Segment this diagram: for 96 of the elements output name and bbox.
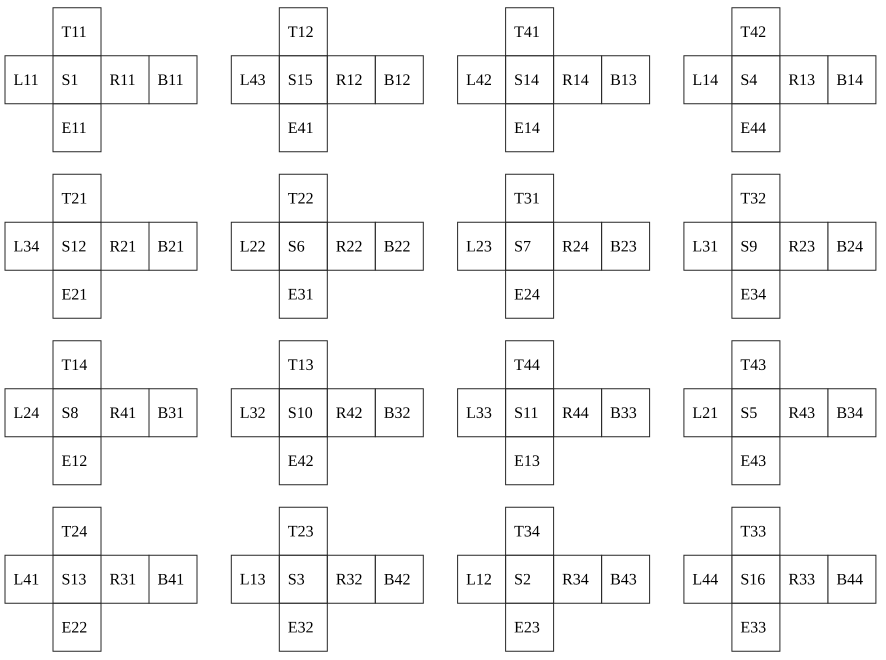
net-square: L14 bbox=[683, 55, 732, 104]
net-square: R21 bbox=[100, 222, 150, 271]
net-square: L44 bbox=[683, 554, 732, 604]
net-square: S12 bbox=[52, 222, 102, 271]
net-square: L21 bbox=[683, 388, 732, 438]
net-square: T31 bbox=[505, 174, 554, 223]
net-square: S16 bbox=[731, 554, 780, 604]
net-square: S9 bbox=[731, 222, 780, 271]
net-square: T32 bbox=[731, 174, 780, 223]
net-square: L32 bbox=[230, 388, 280, 438]
net-square: L12 bbox=[457, 554, 506, 604]
net-square: L24 bbox=[4, 388, 54, 438]
net-square: B42 bbox=[374, 554, 424, 604]
net-square: S7 bbox=[505, 222, 554, 271]
net-square: E23 bbox=[505, 602, 554, 652]
net-square: S8 bbox=[52, 388, 102, 438]
net-square: R23 bbox=[779, 222, 828, 271]
net-square: S4 bbox=[731, 55, 780, 104]
net-square: B12 bbox=[374, 55, 424, 104]
net-square: R32 bbox=[326, 554, 376, 604]
net-square: R34 bbox=[553, 554, 602, 604]
net-square: T33 bbox=[731, 506, 780, 556]
net-square: R12 bbox=[326, 55, 376, 104]
net-square: R14 bbox=[553, 55, 602, 104]
net-square: S2 bbox=[505, 554, 554, 604]
net-square: S11 bbox=[505, 388, 554, 438]
net-square: R42 bbox=[326, 388, 376, 438]
net-square: B32 bbox=[374, 388, 424, 438]
net-square: B41 bbox=[148, 554, 198, 604]
net-square: E12 bbox=[52, 436, 102, 486]
net-square: R22 bbox=[326, 222, 376, 271]
net-square: B22 bbox=[374, 222, 424, 271]
net-square: L22 bbox=[230, 222, 280, 271]
net-square: B33 bbox=[601, 388, 650, 438]
net-square: B14 bbox=[827, 55, 876, 104]
net-square: E21 bbox=[52, 270, 102, 319]
net-square: B44 bbox=[827, 554, 876, 604]
net-square: R11 bbox=[100, 55, 150, 104]
net-square: T11 bbox=[52, 7, 102, 56]
net-square: L43 bbox=[230, 55, 280, 104]
net-square: E42 bbox=[278, 436, 328, 486]
net-square: T41 bbox=[505, 7, 554, 56]
net-square: S15 bbox=[278, 55, 328, 104]
net-square: E44 bbox=[731, 103, 780, 152]
net-square: S14 bbox=[505, 55, 554, 104]
net-square: E31 bbox=[278, 270, 328, 319]
net-square: T21 bbox=[52, 174, 102, 223]
net-square: R44 bbox=[553, 388, 602, 438]
net-square: L23 bbox=[457, 222, 506, 271]
net-square: S3 bbox=[278, 554, 328, 604]
net-square: T44 bbox=[505, 340, 554, 390]
net-square: S5 bbox=[731, 388, 780, 438]
net-square: E33 bbox=[731, 602, 780, 652]
net-square: E22 bbox=[52, 602, 102, 652]
net-square: S13 bbox=[52, 554, 102, 604]
net-square: R41 bbox=[100, 388, 150, 438]
net-square: R13 bbox=[779, 55, 828, 104]
net-square: E34 bbox=[731, 270, 780, 319]
net-square: R33 bbox=[779, 554, 828, 604]
net-square: L34 bbox=[4, 222, 54, 271]
net-square: S1 bbox=[52, 55, 102, 104]
net-square: S6 bbox=[278, 222, 328, 271]
net-square: T23 bbox=[278, 506, 328, 556]
net-square: L42 bbox=[457, 55, 506, 104]
net-square: E14 bbox=[505, 103, 554, 152]
net-square: B43 bbox=[601, 554, 650, 604]
net-square: L11 bbox=[4, 55, 54, 104]
net-square: R43 bbox=[779, 388, 828, 438]
net-square: E43 bbox=[731, 436, 780, 486]
net-square: E11 bbox=[52, 103, 102, 152]
net-square: B11 bbox=[148, 55, 198, 104]
net-square: L13 bbox=[230, 554, 280, 604]
net-square: T14 bbox=[52, 340, 102, 390]
net-square: T34 bbox=[505, 506, 554, 556]
net-square: E32 bbox=[278, 602, 328, 652]
net-square: B23 bbox=[601, 222, 650, 271]
net-square: T22 bbox=[278, 174, 328, 223]
net-square: E13 bbox=[505, 436, 554, 486]
net-square: R24 bbox=[553, 222, 602, 271]
net-square: B34 bbox=[827, 388, 876, 438]
net-square: T42 bbox=[731, 7, 780, 56]
net-square: L31 bbox=[683, 222, 732, 271]
net-square: L33 bbox=[457, 388, 506, 438]
net-square: E41 bbox=[278, 103, 328, 152]
net-square: B31 bbox=[148, 388, 198, 438]
net-square: S10 bbox=[278, 388, 328, 438]
net-square: T12 bbox=[278, 7, 328, 56]
net-square: E24 bbox=[505, 270, 554, 319]
net-square: R31 bbox=[100, 554, 150, 604]
net-square: L41 bbox=[4, 554, 54, 604]
net-square: B21 bbox=[148, 222, 198, 271]
net-square: T13 bbox=[278, 340, 328, 390]
net-square: T43 bbox=[731, 340, 780, 390]
net-square: B13 bbox=[601, 55, 650, 104]
net-square: T24 bbox=[52, 506, 102, 556]
net-square: B24 bbox=[827, 222, 876, 271]
